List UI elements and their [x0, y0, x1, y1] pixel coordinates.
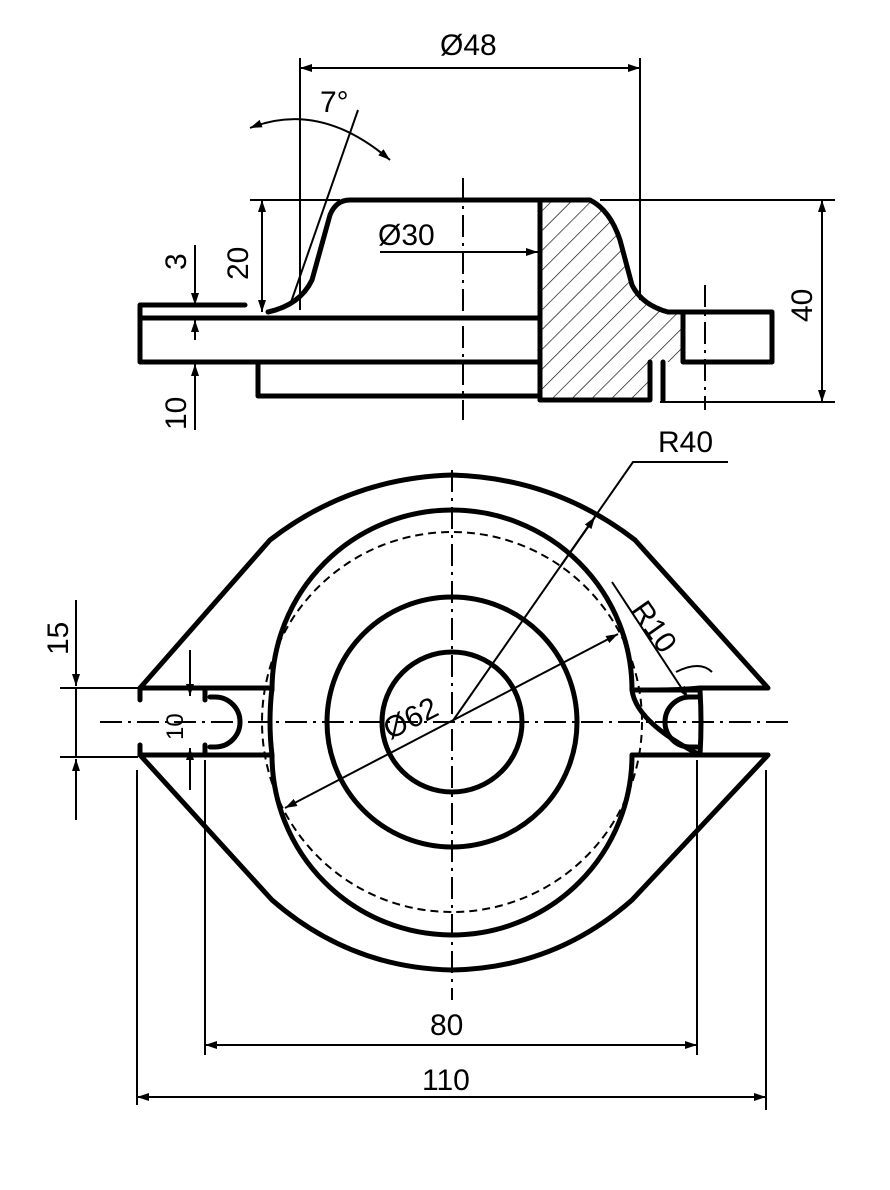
section-view: Ø48 7° Ø30 20 3 10 40 — [137, 29, 835, 430]
label-dim-20: 20 — [222, 247, 255, 280]
left-tab — [137, 685, 208, 758]
hidden-circle — [261, 531, 643, 913]
label-dia-48: Ø48 — [440, 29, 497, 62]
plan-view: 80 110 15 10 Ø62 R40 R10 — [42, 426, 790, 1110]
left-flange — [137, 302, 543, 365]
section-hatch — [540, 200, 683, 400]
label-dim-3: 3 — [160, 253, 193, 270]
leader-r40 — [451, 461, 728, 723]
leader-r10 — [611, 581, 689, 699]
boss-outline — [265, 197, 671, 315]
leader-r40-arrow — [559, 516, 596, 568]
boss-circle — [269, 507, 635, 938]
left-slot — [202, 685, 275, 758]
label-dim-15: 15 — [42, 622, 75, 655]
label-dia-30: Ø30 — [378, 219, 435, 252]
right-slot — [629, 687, 704, 758]
label-dim-10-side: 10 — [160, 397, 193, 430]
right-flange — [537, 309, 775, 403]
label-dim-40: 40 — [786, 289, 819, 322]
lower-hub — [255, 359, 543, 399]
label-dim-10-slot: 10 — [162, 713, 189, 740]
label-dim-80: 80 — [430, 1009, 463, 1042]
angle-arc — [249, 118, 391, 161]
label-angle-7: 7° — [320, 86, 349, 119]
label-radius-10: R10 — [624, 595, 683, 659]
label-dim-110: 110 — [422, 1064, 470, 1097]
label-radius-40: R40 — [658, 426, 713, 459]
r10-arc — [675, 665, 713, 673]
